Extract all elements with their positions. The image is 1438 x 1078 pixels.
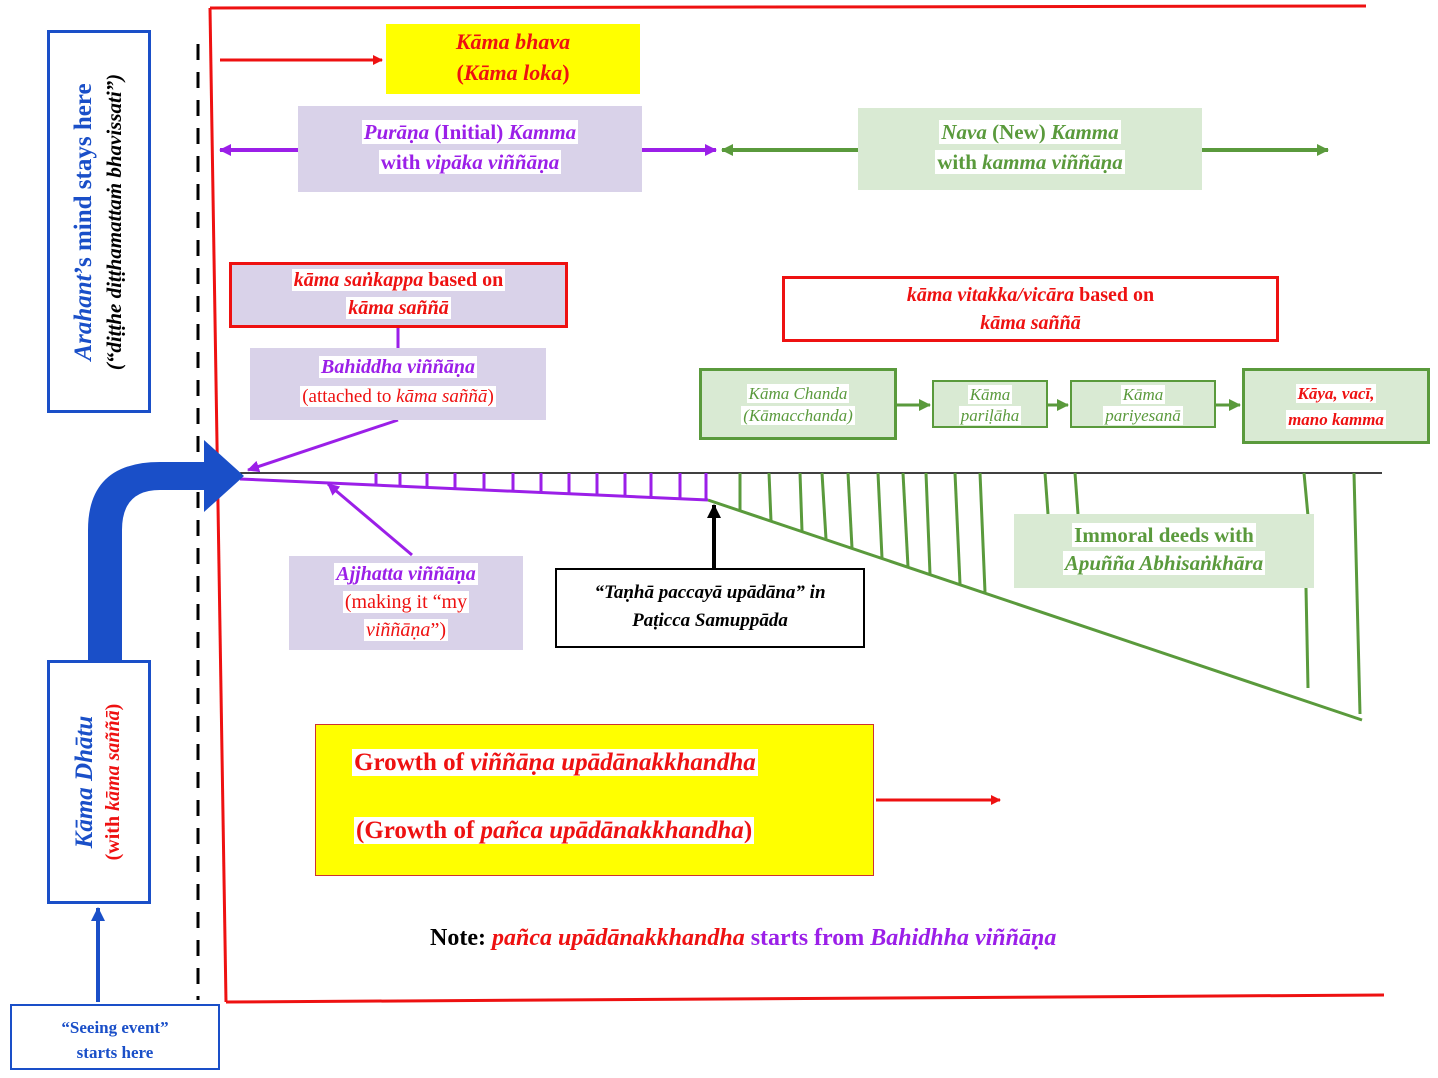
kama-dhatu-title: Kāma Dhātu <box>71 715 98 849</box>
chain-parilaha-line2: pariḷāha <box>958 406 1022 425</box>
bahiddha-vinnana-title: Bahiddha viññāṇa <box>319 356 477 378</box>
chain-parilaha-line1: Kāma <box>967 385 1013 404</box>
big-blue-curved-arrow <box>88 440 244 662</box>
chain-box-kama-chanda: Kāma Chanda (Kāmacchanda) <box>699 368 897 440</box>
ajjhatta-vinnana-line2: (making it “my <box>342 591 470 613</box>
seeing-event-line1: “Seeing event” <box>61 1018 169 1037</box>
growth-line1: Growth of viññāṇa upādānakkhandha <box>352 749 758 776</box>
ajjhatta-vinnana-title: Ajjhatta viññāṇa <box>334 563 478 585</box>
seeing-event-line2: starts here <box>76 1043 154 1062</box>
bahiddha-vinnana-subtitle: (attached to kāma saññā) <box>300 386 496 407</box>
growth-box: Growth of viññāṇa upādānakkhandha (Growt… <box>315 724 874 876</box>
kama-loka-label: (Kāma loka) <box>456 60 570 85</box>
note-label: Note: <box>430 925 492 951</box>
purana-kamma-line2: with vipāka viññāṇa <box>378 150 562 174</box>
note-middle: starts from <box>744 925 871 951</box>
note-text: Note: pañca upādānakkhandha starts from … <box>430 925 1190 959</box>
bahiddha-vinnana-box: Bahiddha viññāṇa (attached to kāma saññā… <box>250 348 546 420</box>
nava-kamma-line1: Nava (New) Kamma <box>939 120 1121 144</box>
red-boundary-frame <box>208 4 1385 1004</box>
purana-kamma-line1: Purāṇa (Initial) Kamma <box>361 120 579 144</box>
kama-vitakka-line1: kāma vitakka/vicāra based on <box>906 284 1155 306</box>
kama-dhatu-subtitle: (with kāma saññā) <box>102 703 124 861</box>
tanha-upadana-box: “Taṇhā paccayā upādāna” in Paṭicca Samup… <box>555 568 865 648</box>
arahant-mind-box: Arahant’s mind stays here (“diṭṭhe diṭṭh… <box>47 30 151 413</box>
kama-sankappa-line1: kāma saṅkappa based on <box>291 269 506 291</box>
nava-kamma-box: Nava (New) Kamma with kamma viññāṇa <box>858 108 1202 190</box>
chain-box-pariyesana: Kāma pariyesanā <box>1070 380 1216 428</box>
arahant-mind-title: Arahant’s mind stays here <box>70 82 97 361</box>
tanha-upadana-line2: Paṭicca Samuppāda <box>632 610 788 631</box>
kama-vitakka-box: kāma vitakka/vicāra based on kāma saññā <box>782 276 1279 342</box>
kama-vitakka-line2: kāma saññā <box>980 312 1081 334</box>
seeing-event-box: “Seeing event” starts here <box>10 1004 220 1070</box>
chain-pariyesana-line1: Kāma <box>1120 385 1166 404</box>
note-term: pañca upādānakkhandha <box>491 925 745 951</box>
chain-kaya-line1: Kāya, vacī, <box>1295 384 1377 403</box>
purana-kamma-box: Purāṇa (Initial) Kamma with vipāka viññā… <box>298 106 642 192</box>
purple-wedge <box>239 473 709 502</box>
nava-kamma-line2: with kamma viññāṇa <box>935 150 1125 174</box>
green-wedge <box>707 472 1363 722</box>
note-source: Bahidhha viññāṇa <box>870 925 1057 951</box>
kama-bhava-box: Kāma bhava (Kāma loka) <box>386 24 640 94</box>
ajjhatta-arrow <box>327 482 413 557</box>
chain-kama-chanda-line1: Kāma Chanda <box>746 384 850 403</box>
immoral-deeds-box: Immoral deeds with Apuñña Abhisaṅkhāra <box>1014 514 1314 588</box>
tanha-upadana-line1: “Taṇhā paccayā upādāna” in <box>594 582 826 603</box>
chain-kaya-line2: mano kamma <box>1286 410 1386 429</box>
bahiddha-arrow <box>247 418 399 473</box>
kama-sankappa-line2: kāma saññā <box>346 297 451 319</box>
arahant-mind-quote: (“diṭṭhe diṭṭhamattaṁ bhavissati”) <box>102 73 126 370</box>
ajjhatta-vinnana-box: Ajjhatta viññāṇa (making it “my viññāṇa”… <box>289 556 523 650</box>
kama-dhatu-box: Kāma Dhātu (with kāma saññā) <box>47 660 151 904</box>
chain-pariyesana-line2: pariyesanā <box>1103 406 1183 425</box>
immoral-deeds-line1: Immoral deeds with <box>1072 523 1256 547</box>
growth-line2: (Growth of pañca upādānakkhandha) <box>354 817 755 844</box>
kama-bhava-title: Kāma bhava <box>455 29 571 54</box>
immoral-deeds-line2: Apuñña Abhisaṅkhāra <box>1062 551 1266 575</box>
chain-box-parilaha: Kāma pariḷāha <box>932 380 1048 428</box>
chain-kama-chanda-line2: (Kāmacchanda) <box>741 406 855 425</box>
ajjhatta-vinnana-line3: viññāṇa”) <box>364 619 448 641</box>
kama-sankappa-box: kāma saṅkappa based on kāma saññā <box>229 262 568 328</box>
chain-box-kaya-vaci-mano: Kāya, vacī, mano kamma <box>1242 368 1430 444</box>
